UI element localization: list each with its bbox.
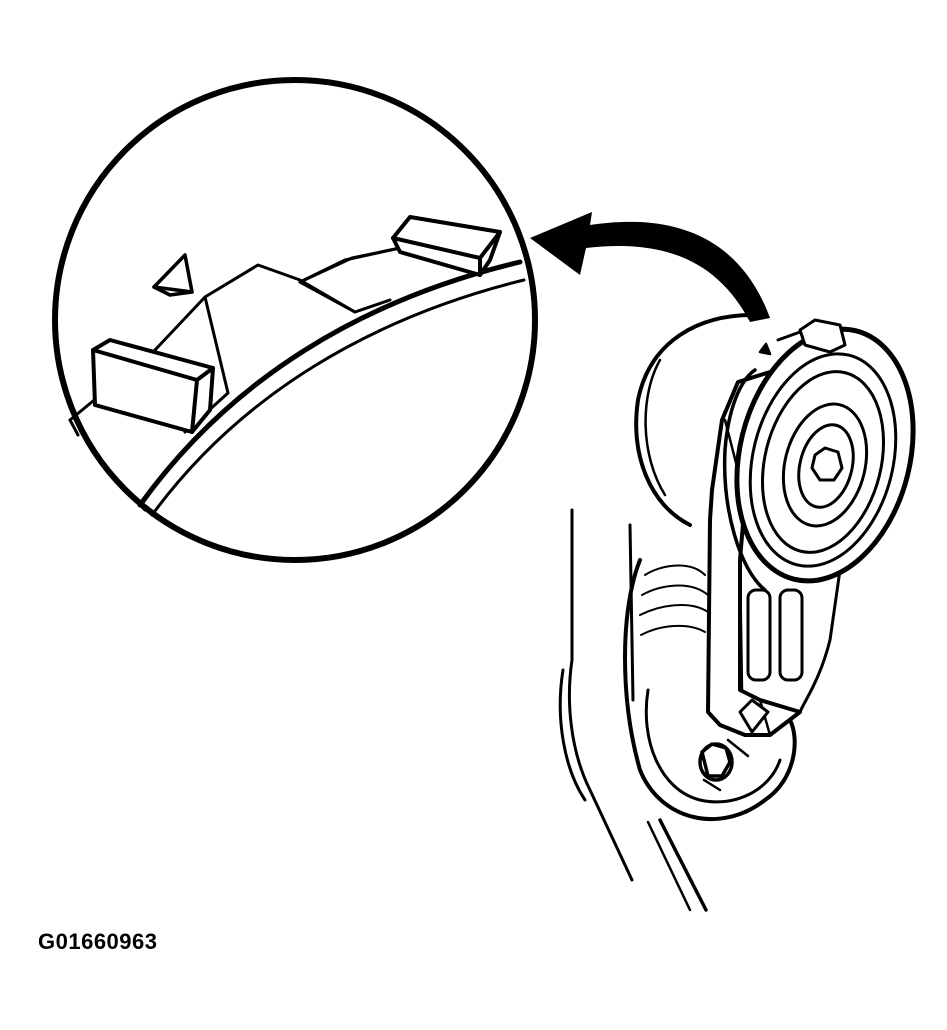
pulley-hub-outer bbox=[781, 402, 869, 528]
back-drum-inner bbox=[644, 358, 667, 497]
detail-magnifier bbox=[52, 77, 538, 563]
engine-edge-left bbox=[567, 508, 634, 882]
drum-indicator-mark bbox=[758, 342, 772, 356]
arm-indicator-mark bbox=[738, 698, 770, 734]
engine-edge-right-2 bbox=[646, 820, 692, 912]
detail-band-top bbox=[353, 298, 392, 314]
callout-arrow bbox=[530, 212, 770, 322]
detail-rim-outer bbox=[137, 259, 523, 508]
triangle-indicator-mark bbox=[152, 253, 194, 297]
detail-left-tab bbox=[91, 338, 215, 434]
engine-edge-left-2 bbox=[558, 668, 587, 802]
back-drum bbox=[634, 313, 754, 527]
tensioner-assembly bbox=[558, 313, 916, 912]
arm-outline-right bbox=[798, 568, 842, 714]
pulley-center-bolt bbox=[810, 446, 844, 482]
detail-right-tab bbox=[391, 215, 502, 277]
pulley-rim-2 bbox=[748, 352, 898, 568]
pulley-top-tab bbox=[776, 318, 847, 354]
detail-rim-inner bbox=[150, 278, 526, 517]
callout-arrow-body bbox=[530, 212, 770, 322]
detail-band-lower bbox=[68, 418, 147, 512]
arm-slot-1 bbox=[746, 588, 772, 682]
figure-id-label: G01660963 bbox=[38, 929, 158, 954]
pivot-bolt bbox=[698, 738, 750, 792]
lower-housing-inner bbox=[644, 688, 782, 804]
pulley-side bbox=[722, 368, 767, 592]
engine-edge-right bbox=[658, 818, 708, 912]
pulley-hub-inner bbox=[797, 423, 855, 509]
detail-circle-outline bbox=[52, 77, 538, 563]
pulley-rim-3 bbox=[760, 370, 886, 554]
tensioner-pulley bbox=[722, 326, 916, 592]
detail-band-step bbox=[298, 246, 402, 284]
lower-housing bbox=[623, 558, 797, 822]
arm-slot-2 bbox=[778, 588, 804, 682]
engine-edge-mid bbox=[628, 523, 635, 702]
lower-idler-rings bbox=[639, 564, 709, 636]
